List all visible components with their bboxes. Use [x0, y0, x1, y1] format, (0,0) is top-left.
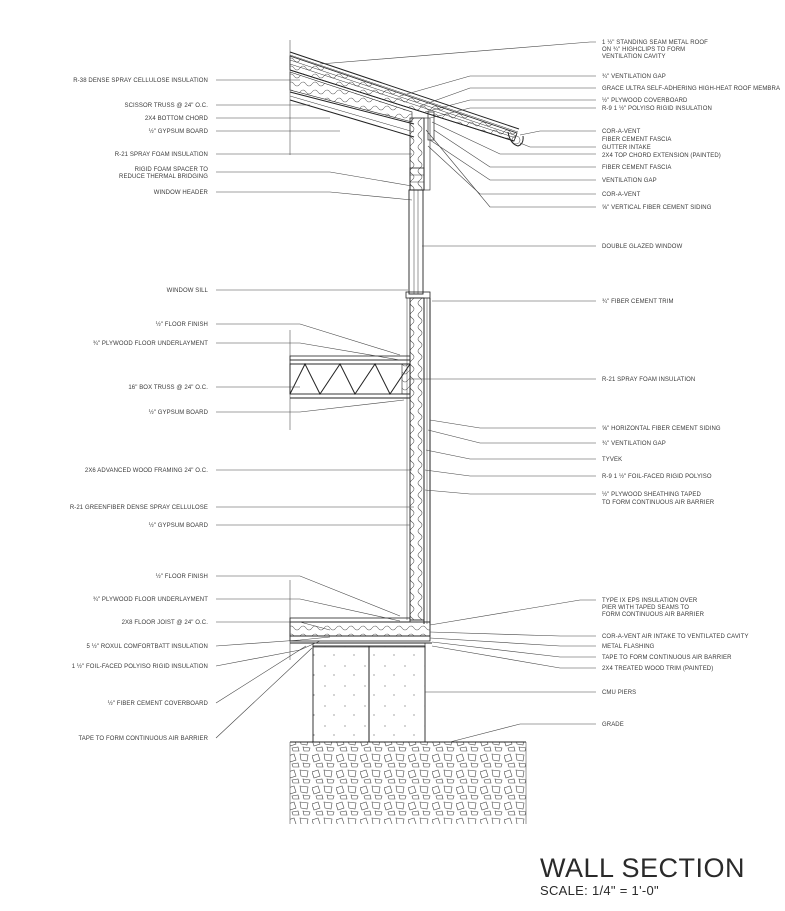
label-standing-seam-3: VENTILATION CAVITY [602, 54, 666, 60]
label-top-chord-ext: 2X4 TOP CHORD EXTENSION (PAINTED) [602, 153, 721, 159]
label-polyiso-roof: R-9 1 ½" POLYISO RIGID INSULATION [602, 105, 712, 112]
label-gypsum-2: ½" GYPSUM BOARD [149, 409, 209, 416]
label-grace-membrane: GRACE ULTRA SELF-ADHERING HIGH-HEAT ROOF… [602, 86, 780, 92]
label-roof-vent-gap: ¾" VENTILATION GAP [602, 74, 666, 80]
label-floor-finish-1: ½" FLOOR FINISH [156, 321, 208, 328]
label-plywood-sheathing-1: ½" PLYWOOD SHEATHING TAPED [602, 491, 702, 498]
label-box-truss: 16" BOX TRUSS @ 24" O.C. [128, 385, 208, 391]
main-wall [406, 297, 431, 624]
title-block: WALL SECTION SCALE: 1/4" = 1'-0" [540, 853, 745, 898]
label-roxul: 5 ½" ROXUL COMFORTBATT INSULATION [87, 643, 208, 650]
cmu-piers [312, 642, 426, 743]
label-r38-cellulose: R-38 DENSE SPRAY CELLULOSE INSULATION [73, 78, 208, 84]
label-2x6-framing: 2X6 ADVANCED WOOD FRAMING 24" O.C. [85, 468, 208, 474]
label-cor-a-vent-1: COR-A-VENT [602, 129, 641, 135]
label-tyvek: TYVEK [602, 457, 622, 463]
label-rigid-polyiso-wall: R-9 1 ½" FOIL-FACED RIGID POLYISO [602, 473, 712, 480]
label-r21-spray-foam-right: R-21 SPRAY FOAM INSULATION [602, 377, 695, 383]
label-coverboard: ½" FIBER CEMENT COVERBOARD [108, 700, 209, 707]
label-grade: GRADE [602, 722, 624, 728]
label-fiber-cement-trim: ¾" FIBER CEMENT TRIM [602, 299, 674, 305]
drawing-scale: SCALE: 1/4" = 1'-0" [540, 883, 659, 898]
label-window-sill: WINDOW SILL [167, 288, 209, 294]
label-bottom-chord: 2X4 BOTTOM CHORD [145, 116, 209, 122]
label-plywood-underlayment-2: ¾" PLYWOOD FLOOR UNDERLAYMENT [93, 597, 208, 603]
label-eps-3: FORM CONTINUOUS AIR BARRIER [602, 612, 705, 618]
label-eps-1: TYPE IX EPS INSULATION OVER [602, 598, 698, 604]
label-treated-trim: 2X4 TREATED WOOD TRIM (PAINTED) [602, 666, 713, 672]
drawing-title: WALL SECTION [540, 853, 746, 883]
label-ventilation-gap: VENTILATION GAP [602, 178, 657, 184]
first-floor-framing [289, 580, 432, 660]
label-polyiso-floor: 1 ½" FOIL-FACED POLYISO RIGID INSULATION [72, 663, 208, 670]
grade-earth [289, 741, 527, 824]
label-fascia-1: FIBER CEMENT FASCIA [602, 137, 671, 143]
label-scissor-truss: SCISSOR TRUSS @ 24" O.C. [124, 103, 208, 109]
label-horizontal-siding: ⅝" HORIZONTAL FIBER CEMENT SIDING [602, 426, 721, 432]
label-metal-flashing: METAL FLASHING [602, 644, 655, 650]
right-label-group: 1 ½" STANDING SEAM METAL ROOF ON ¾" HIGH… [602, 39, 780, 728]
label-r21-spray-foam: R-21 SPRAY FOAM INSULATION [115, 152, 208, 158]
label-fascia-2: FIBER CEMENT FASCIA [602, 165, 671, 171]
label-gypsum-3: ½" GYPSUM BOARD [149, 522, 209, 529]
label-standing-seam-1: 1 ½" STANDING SEAM METAL ROOF [602, 39, 708, 46]
roof-assembly [289, 40, 524, 155]
label-floor-joist: 2X8 FLOOR JOIST @ 24" O.C. [122, 620, 209, 626]
label-standing-seam-2: ON ¾" HIGHCLIPS TO FORM [602, 47, 685, 53]
label-window-header: WINDOW HEADER [154, 190, 209, 196]
label-plywood-coverboard: ½" PLYWOOD COVERBOARD [602, 97, 688, 104]
label-cmu-piers: CMU PIERS [602, 690, 636, 696]
left-leaders [215, 79, 414, 739]
upper-wall [409, 117, 431, 191]
right-leaders [319, 41, 596, 743]
label-wall-vent-gap: ¾" VENTILATION GAP [602, 441, 666, 447]
double-glazed-window [405, 189, 431, 299]
label-vertical-siding: ⅝" VERTICAL FIBER CEMENT SIDING [602, 205, 712, 211]
second-floor-truss [289, 330, 411, 430]
label-rigid-foam-spacer-1: RIGID FOAM SPACER TO [135, 167, 209, 173]
label-plywood-underlayment-1: ¾" PLYWOOD FLOOR UNDERLAYMENT [93, 341, 208, 347]
label-gypsum-1: ½" GYPSUM BOARD [149, 128, 209, 135]
label-cor-a-vent-2: COR-A-VENT [602, 192, 641, 198]
label-eps-2: PIER WITH TAPED SEAMS TO [602, 605, 689, 611]
label-plywood-sheathing-2: TO FORM CONTINUOUS AIR BARRIER [602, 500, 715, 506]
label-cor-a-vent-intake: COR-A-VENT AIR INTAKE TO VENTILATED CAVI… [602, 634, 749, 640]
label-double-glazed-window: DOUBLE GLAZED WINDOW [602, 244, 683, 250]
label-rigid-foam-spacer-2: REDUCE THERMAL BRIDGING [119, 174, 208, 180]
label-tape-air-barrier-right: TAPE TO FORM CONTINUOUS AIR BARRIER [602, 655, 732, 661]
label-floor-finish-2: ½" FLOOR FINISH [156, 573, 208, 580]
left-label-group: R-38 DENSE SPRAY CELLULOSE INSULATION SC… [70, 78, 209, 742]
label-gutter-intake: GUTTER INTAKE [602, 145, 651, 151]
label-greenfiber: R-21 GREENFIBER DENSE SPRAY CELLULOSE [70, 505, 208, 511]
label-tape-air-barrier-left: TAPE TO FORM CONTINUOUS AIR BARRIER [78, 736, 208, 742]
